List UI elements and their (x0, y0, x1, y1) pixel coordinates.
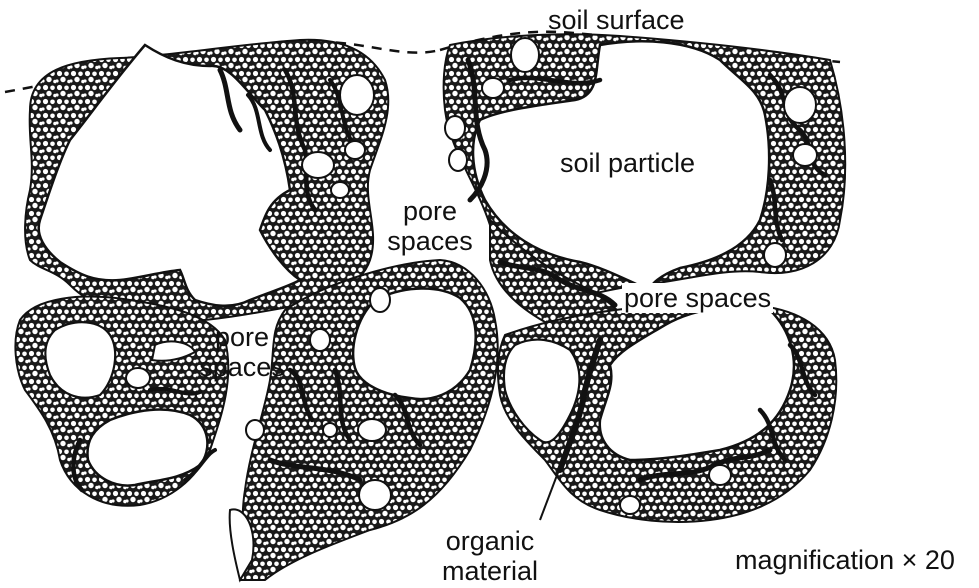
pore (331, 182, 349, 198)
pore (445, 116, 465, 140)
pore (764, 243, 786, 267)
pore (482, 78, 504, 98)
pore (323, 423, 337, 437)
pore (370, 288, 390, 312)
label-organic-material-line1: organic (425, 526, 555, 556)
pore (310, 329, 330, 351)
pore (345, 141, 365, 159)
label-pore-spaces-lower-line2: spaces (192, 352, 292, 382)
label-pore-spaces-upper: pore spaces (385, 196, 475, 256)
label-magnification: magnification × 20 (735, 545, 955, 575)
label-organic-material: organic material (425, 526, 555, 586)
label-pore-spaces-lower-line1: pore (192, 322, 292, 352)
pore (340, 75, 374, 115)
pore (302, 152, 334, 178)
pore (359, 480, 391, 510)
pore (511, 38, 539, 72)
label-pore-spaces-upper-line1: pore (385, 196, 475, 226)
pore (784, 87, 816, 123)
label-pore-spaces-right: pore spaces (622, 283, 773, 313)
aggregate-bottom-right (498, 304, 836, 522)
pore (449, 149, 467, 171)
label-pore-spaces-lower: pore spaces (192, 322, 292, 382)
aggregate-top-left (25, 40, 388, 322)
pore (358, 419, 386, 441)
label-soil-particle: soil particle (560, 148, 695, 178)
pore (709, 465, 731, 485)
label-organic-material-line2: material (425, 556, 555, 586)
pore (620, 496, 640, 514)
label-pore-spaces-upper-line2: spaces (385, 226, 475, 256)
pore (126, 368, 150, 388)
pore (246, 420, 264, 440)
label-soil-surface: soil surface (548, 5, 685, 35)
organic-material-leader (540, 462, 562, 520)
pore (793, 144, 817, 166)
